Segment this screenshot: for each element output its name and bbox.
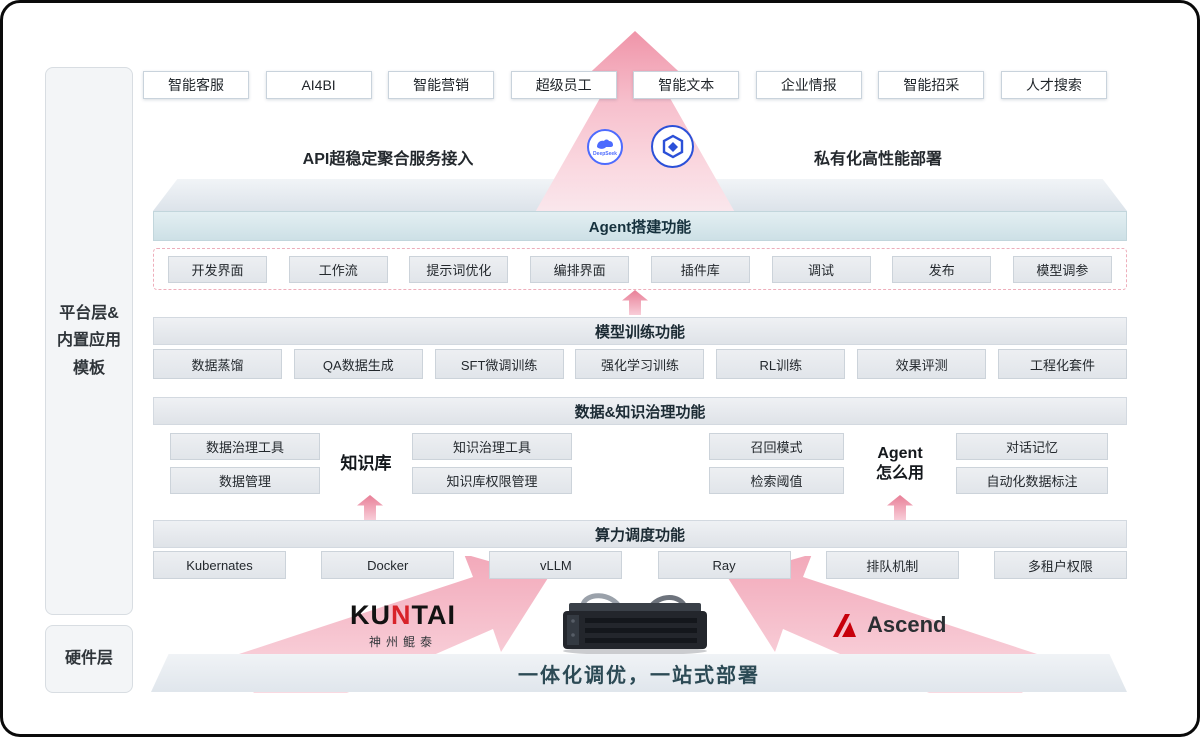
knowledge-base-label: 知识库 xyxy=(340,453,392,473)
governance-chip: 对话记忆 xyxy=(956,433,1108,460)
training-chip: RL训练 xyxy=(716,349,846,379)
agent-usage-label-line1: Agent xyxy=(877,444,923,462)
agent-tool-chip: 提示词优化 xyxy=(409,255,509,283)
app-chip: 智能招采 xyxy=(878,71,985,99)
agent-tool-chip: 工作流 xyxy=(288,255,388,283)
agent-tool-chip: 模型调参 xyxy=(1012,255,1112,283)
app-chip: 企业情报 xyxy=(755,71,862,99)
ascend-wordmark: Ascend xyxy=(867,612,947,637)
up-arrow-governance-left xyxy=(357,495,383,520)
deepseek-label: DeepSeek xyxy=(593,150,617,157)
governance-chip: 自动化数据标注 xyxy=(956,467,1108,494)
governance-section-header: 数据&知识治理功能 xyxy=(153,397,1127,425)
compute-chip: Kubernates xyxy=(153,551,286,579)
training-chip: 强化学习训练 xyxy=(575,349,705,379)
platform-layer-label-line1: 平台层& xyxy=(59,305,119,323)
governance-chip: 知识治理工具 xyxy=(412,433,572,460)
governance-chip: 数据管理 xyxy=(170,467,320,494)
training-chip: QA数据生成 xyxy=(293,349,423,379)
training-chip: 数据蒸馏 xyxy=(153,349,282,379)
bottom-banner-text: 一体化调优，一站式部署 xyxy=(518,664,760,687)
compute-chip: vLLM xyxy=(489,551,623,579)
governance-agent-group: 召回模式 检索阈值 Agent 怎么用 对话记忆 自动化数据标注 xyxy=(709,433,1108,494)
governance-stack: 知识治理工具 知识库权限管理 xyxy=(412,433,572,494)
training-chip: SFT微调训练 xyxy=(434,349,564,379)
training-chip: 效果评测 xyxy=(857,349,987,379)
kuntai-red-mark: N xyxy=(391,600,412,630)
governance-chip: 知识库权限管理 xyxy=(412,467,572,494)
training-section-header: 模型训练功能 xyxy=(153,317,1127,345)
governance-stack: 数据治理工具 数据管理 xyxy=(170,433,320,494)
kuntai-chinese-name: 神州鲲泰 xyxy=(368,635,437,649)
compute-tools-row: Kubernates Docker vLLM Ray 排队机制 多租户权限 xyxy=(153,551,1127,579)
compute-chip: Docker xyxy=(321,551,455,579)
bottom-banner: 一体化调优，一站式部署 xyxy=(151,654,1127,692)
platform-layer-label-line2: 内置应用 xyxy=(56,332,121,350)
agent-section-header: Agent搭建功能 xyxy=(153,211,1127,241)
training-chip: 工程化套件 xyxy=(997,349,1127,379)
app-chip: 人才搜索 xyxy=(1000,71,1107,99)
app-chip: 超级员工 xyxy=(510,71,617,99)
up-arrow-governance-right xyxy=(887,495,913,520)
private-deploy-label: 私有化高性能部署 xyxy=(813,151,942,168)
up-arrow-mid xyxy=(622,290,648,315)
compute-chip: 多租户权限 xyxy=(993,551,1127,579)
governance-knowledge-group: 数据治理工具 数据管理 知识库 知识治理工具 知识库权限管理 xyxy=(170,433,572,494)
sidebar-hardware-layer: 硬件层 xyxy=(45,625,133,693)
governance-chip: 召回模式 xyxy=(709,433,844,460)
app-chip: 智能客服 xyxy=(143,71,249,99)
compute-section-header: 算力调度功能 xyxy=(153,520,1127,548)
zhipu-glm-icon xyxy=(651,125,694,168)
agent-tool-chip: 调试 xyxy=(771,255,871,283)
zhipu-glm-glyph xyxy=(662,134,683,158)
platform-layer-label-line3: 模板 xyxy=(72,359,105,377)
api-access-label: API超稳定聚合服务接入 xyxy=(302,151,474,168)
agent-tool-chip: 编排界面 xyxy=(530,255,630,283)
agent-tools-row: 开发界面 工作流 提示词优化 编排界面 插件库 调试 发布 模型调参 xyxy=(153,248,1127,290)
agent-usage-label-line2: 怎么用 xyxy=(875,464,924,482)
agent-tool-chip: 发布 xyxy=(892,255,992,283)
governance-stack: 对话记忆 自动化数据标注 xyxy=(956,433,1108,494)
deepseek-whale-glyph xyxy=(597,139,613,149)
governance-stack: 召回模式 检索阈值 xyxy=(709,433,844,494)
ascend-mark xyxy=(833,614,856,637)
kuntai-wordmark: KUNTAI xyxy=(350,600,456,630)
sidebar-platform-layer: 平台层& 内置应用 模板 xyxy=(45,67,133,615)
compute-chip: 排队机制 xyxy=(825,551,959,579)
deepseek-icon: DeepSeek xyxy=(587,129,623,165)
kuntai-logo: KUNTAI 神州鲲泰 xyxy=(333,600,473,650)
governance-chip: 检索阈值 xyxy=(709,467,844,494)
app-chip: 智能文本 xyxy=(633,71,740,99)
application-row: 智能客服 AI4BI 智能营销 超级员工 智能文本 企业情报 智能招采 人才搜索 xyxy=(143,71,1107,99)
compute-chip: Ray xyxy=(657,551,791,579)
agent-usage-label: Agent 怎么用 xyxy=(844,444,956,484)
server-image xyxy=(563,593,707,655)
app-chip: 智能营销 xyxy=(388,71,495,99)
app-chip: AI4BI xyxy=(265,71,372,99)
ascend-logo: Ascend xyxy=(829,611,946,639)
hardware-layer-label: 硬件层 xyxy=(64,650,113,668)
governance-chip: 数据治理工具 xyxy=(170,433,320,460)
training-tools-row: 数据蒸馏 QA数据生成 SFT微调训练 强化学习训练 RL训练 效果评测 工程化… xyxy=(153,349,1127,379)
agent-tool-chip: 插件库 xyxy=(650,255,750,283)
agent-tool-chip: 开发界面 xyxy=(168,255,267,283)
